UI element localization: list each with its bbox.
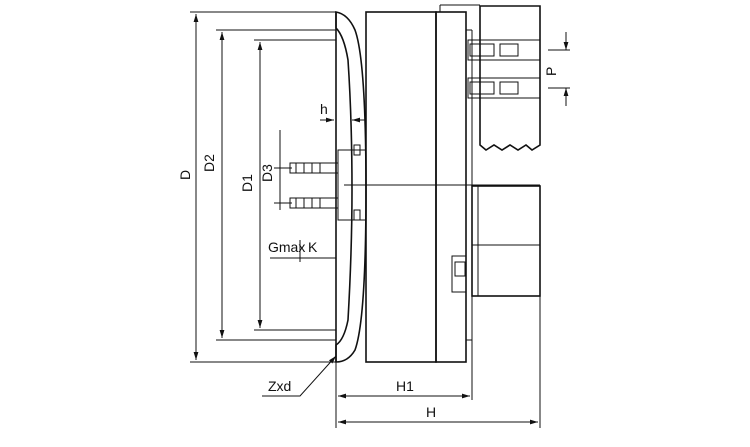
- label-D2: D2: [201, 154, 217, 172]
- front-face-section: [335, 11, 367, 363]
- label-P: P: [543, 67, 559, 76]
- label-Gmax: Gmax: [268, 239, 305, 255]
- label-h: h: [320, 101, 328, 117]
- dimension-lines: [190, 11, 570, 428]
- chuck-body: [344, 4, 540, 363]
- label-K: K: [308, 239, 318, 255]
- label-Zxd: Zxd: [268, 378, 291, 394]
- top-jaw: [467, 5, 541, 151]
- label-H: H: [426, 404, 436, 420]
- label-D: D: [177, 170, 193, 180]
- label-D3: D3: [259, 164, 275, 182]
- mounting-bolts: [289, 162, 339, 209]
- base-jaw: [451, 185, 541, 297]
- label-D1: D1: [239, 174, 255, 192]
- label-H1: H1: [396, 378, 414, 394]
